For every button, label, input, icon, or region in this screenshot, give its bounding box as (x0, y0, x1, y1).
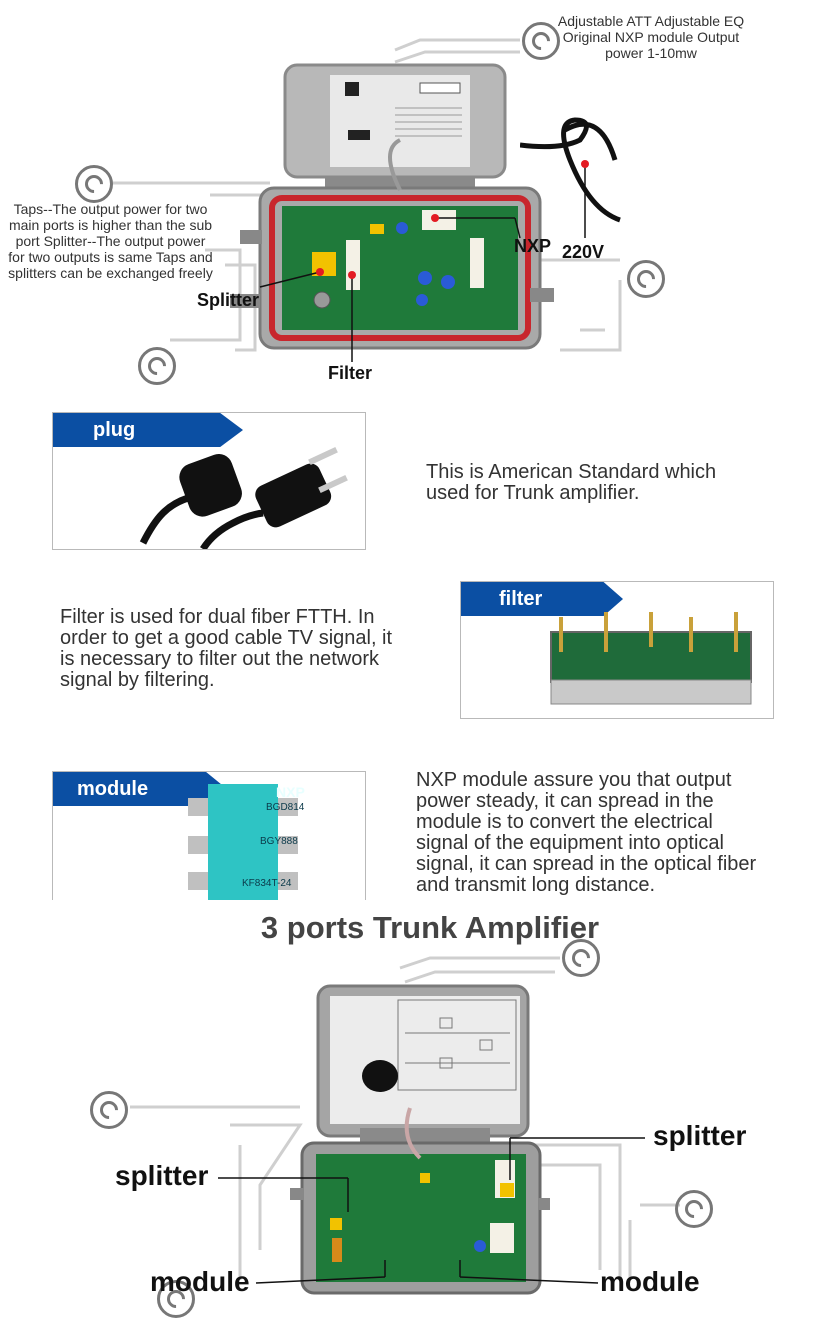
plug-description: This is American Standard which used for… (426, 461, 717, 504)
module-image-frame: module NXP BGD814 BGY888 KF834T-24 (52, 771, 366, 900)
module-description: NXP module assure you that output power … (416, 770, 757, 896)
filter-marker-dot (348, 271, 356, 279)
circle-icon-b1 (562, 939, 600, 977)
220v-label: 220V (562, 242, 605, 262)
power-marker-dot (581, 160, 589, 168)
circle-icon-mid-right (627, 260, 665, 298)
splitter-left-label: splitter (115, 1160, 209, 1191)
nxp-label: NXP (514, 236, 552, 256)
splitter-right-label: splitter (653, 1120, 747, 1151)
top-section: Adjustable ATT Adjustable EQ Original NX… (0, 0, 822, 395)
circle-icon-b3 (675, 1190, 713, 1228)
module-label-2: BGY888 (260, 836, 298, 847)
filter-tag: filter (461, 582, 623, 616)
circle-icon-top-left (75, 165, 113, 203)
annotation-lines-top (259, 164, 586, 362)
amplifier-device-image (230, 63, 554, 350)
nxp-modules-image (188, 784, 298, 900)
filter-component-image (550, 612, 752, 705)
plug-cable-image (139, 446, 348, 549)
module-brand: NXP (276, 784, 305, 800)
nxp-marker-dot (431, 214, 439, 222)
bottom-section: splitter splitter module module (0, 939, 822, 1330)
three-port-amplifier-image (290, 984, 550, 1295)
annotation-lines-bottom (218, 1137, 645, 1284)
circle-icon-top-right (522, 22, 560, 60)
circle-icon-b4 (157, 1280, 195, 1318)
plug-tag-label: plug (93, 419, 136, 441)
plug-tag: plug (53, 413, 243, 447)
plug-image-frame: plug (52, 412, 366, 550)
filter-image-frame: filter (460, 581, 774, 719)
splitter-label: Splitter (197, 290, 260, 310)
adjustable-caption: Adjustable ATT Adjustable EQ Original NX… (557, 13, 745, 61)
taps-caption: Taps--The output power for two main port… (8, 201, 213, 281)
module-label-3: KF834T-24 (242, 878, 292, 889)
module-left-label: module (150, 1266, 250, 1297)
filter-tag-label: filter (499, 588, 543, 610)
circle-icon-b2 (90, 1091, 128, 1129)
circle-icon-bottom-left (138, 347, 176, 385)
filter-description: Filter is used for dual fiber FTTH. In o… (60, 606, 393, 691)
module-tag-label: module (77, 778, 149, 800)
filter-label: Filter (328, 363, 373, 383)
circuit-lines-bottom (130, 956, 680, 1280)
module-right-label: module (600, 1266, 700, 1297)
module-label-1: BGD814 (266, 802, 305, 813)
power-cord-image (520, 117, 621, 223)
product-title: 3 ports Trunk Amplifier (260, 910, 600, 945)
splitter-marker-dot (316, 268, 324, 276)
